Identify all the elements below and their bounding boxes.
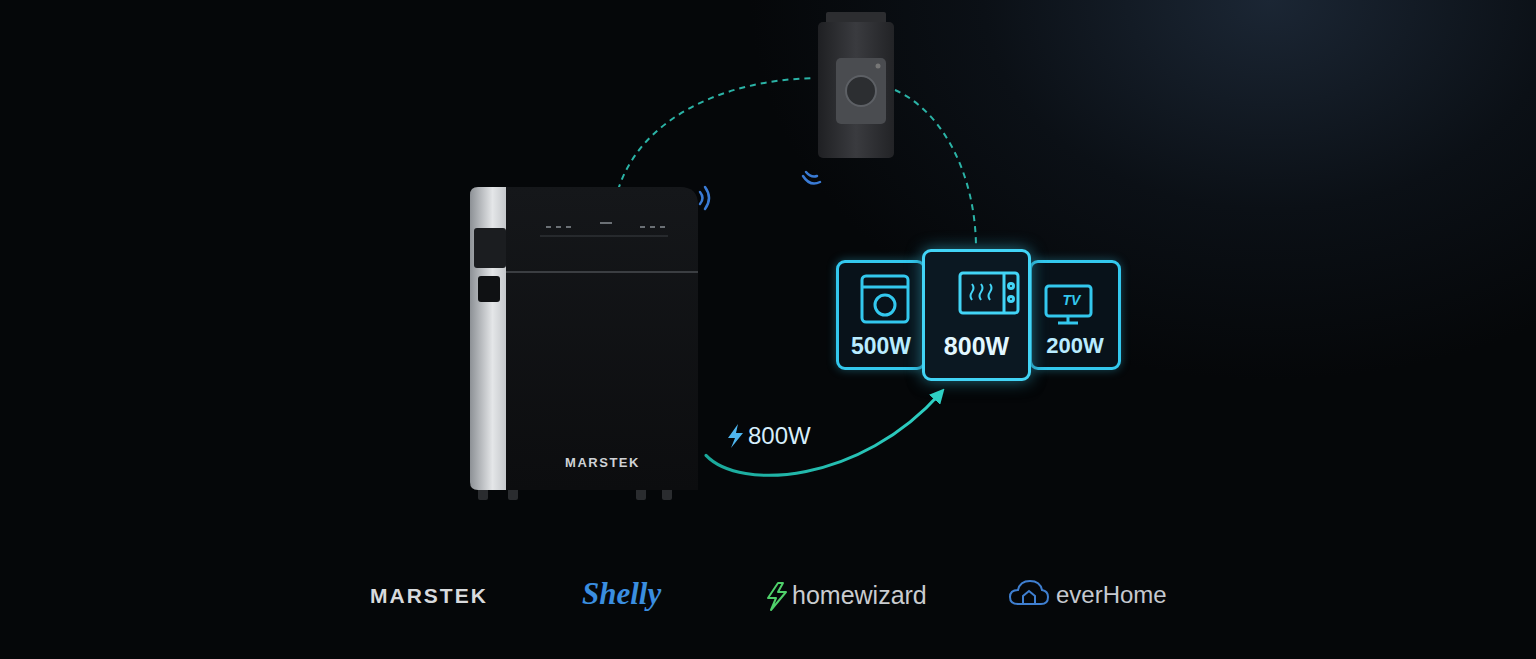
tv-icon-text: TV: [1049, 292, 1094, 308]
brand-logo: everHome: [1056, 581, 1167, 609]
meter-front: [836, 58, 886, 124]
power-flow-arrow: [706, 393, 941, 475]
battery-handle: [478, 276, 500, 302]
wifi-symbol: [803, 172, 820, 184]
washer-icon: [862, 276, 908, 322]
brand-text: MARSTEK: [505, 455, 700, 470]
microwave-icon: [960, 273, 1018, 313]
battery-panel-line: [540, 236, 668, 237]
appliance-box-highlight: 800W: [922, 249, 1031, 381]
battery-side: [470, 187, 520, 490]
battery-illustration: [470, 187, 698, 500]
everhome-icon: [1010, 581, 1048, 604]
battery-display: [474, 228, 506, 268]
power-value: 800W: [925, 332, 1028, 361]
dashed-link: [618, 78, 815, 190]
battery-foot: [478, 486, 488, 500]
meter-body: [818, 22, 894, 158]
power-value: 200W: [1032, 333, 1118, 359]
battery-unit: MARSTEK: [470, 187, 700, 492]
battery-foot: [662, 486, 672, 500]
smart-meter-illustration: [818, 12, 894, 158]
lightning-icon: [728, 424, 743, 448]
battery-leds: [546, 222, 665, 228]
tv-icon: [1046, 286, 1091, 323]
wifi-symbol: [700, 187, 709, 209]
brand-logo: homewizard: [792, 581, 927, 610]
battery-front: [506, 187, 698, 490]
meter-terminals: [826, 12, 886, 26]
meter-led: [876, 64, 881, 69]
homewizard-icon: [768, 583, 786, 610]
battery-foot: [508, 486, 518, 500]
brand-logo: Shelly: [582, 576, 661, 612]
dashed-link: [895, 90, 976, 246]
brand-logo: MARSTEK: [370, 584, 488, 608]
flow-label: 800W: [748, 422, 811, 450]
battery-foot: [636, 486, 646, 500]
meter-knob: [846, 76, 876, 106]
appliance-box: 500W: [836, 260, 926, 370]
battery-seam: [506, 271, 698, 273]
appliance-box: TV 200W: [1029, 260, 1121, 370]
power-value: 500W: [839, 333, 923, 360]
